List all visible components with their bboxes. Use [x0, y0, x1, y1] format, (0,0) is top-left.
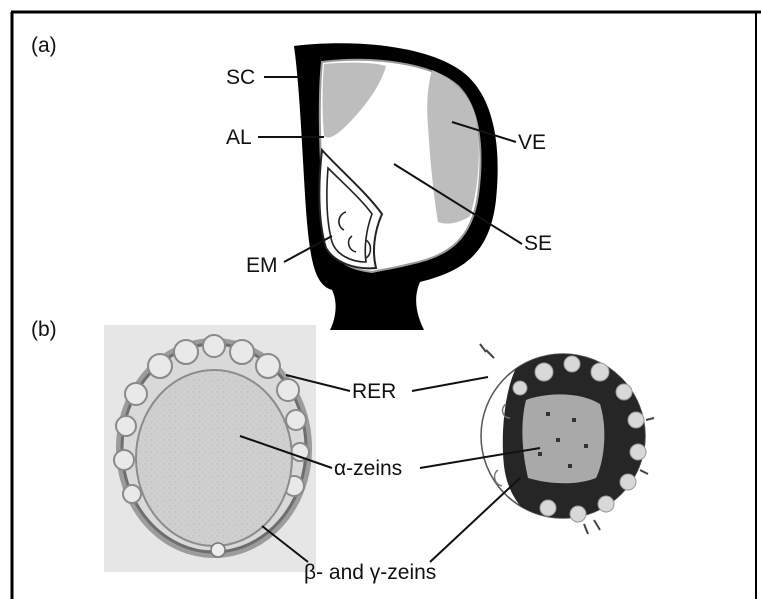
leader-rer-right	[412, 377, 488, 391]
micrograph-core	[136, 370, 292, 546]
micrograph-small-vesicle	[211, 543, 225, 557]
label-ve: VE	[518, 131, 546, 154]
protein-body-micrograph	[104, 325, 316, 572]
label-alpha-zeins: α-zeins	[334, 457, 402, 480]
label-beta-gamma-zeins: β- and γ-zeins	[304, 561, 436, 584]
label-rer: RER	[352, 380, 396, 403]
label-al: AL	[226, 126, 252, 149]
label-se: SE	[524, 232, 552, 255]
panel-a-label: (a)	[31, 34, 57, 57]
leader-beta-gamma-right	[430, 478, 520, 562]
schematic-core	[522, 394, 604, 483]
protein-body-schematic	[480, 344, 654, 534]
label-sc: SC	[226, 66, 255, 89]
label-em: EM	[246, 254, 278, 277]
panel-b-label: (b)	[31, 318, 57, 341]
kernel-diagram	[294, 43, 498, 330]
